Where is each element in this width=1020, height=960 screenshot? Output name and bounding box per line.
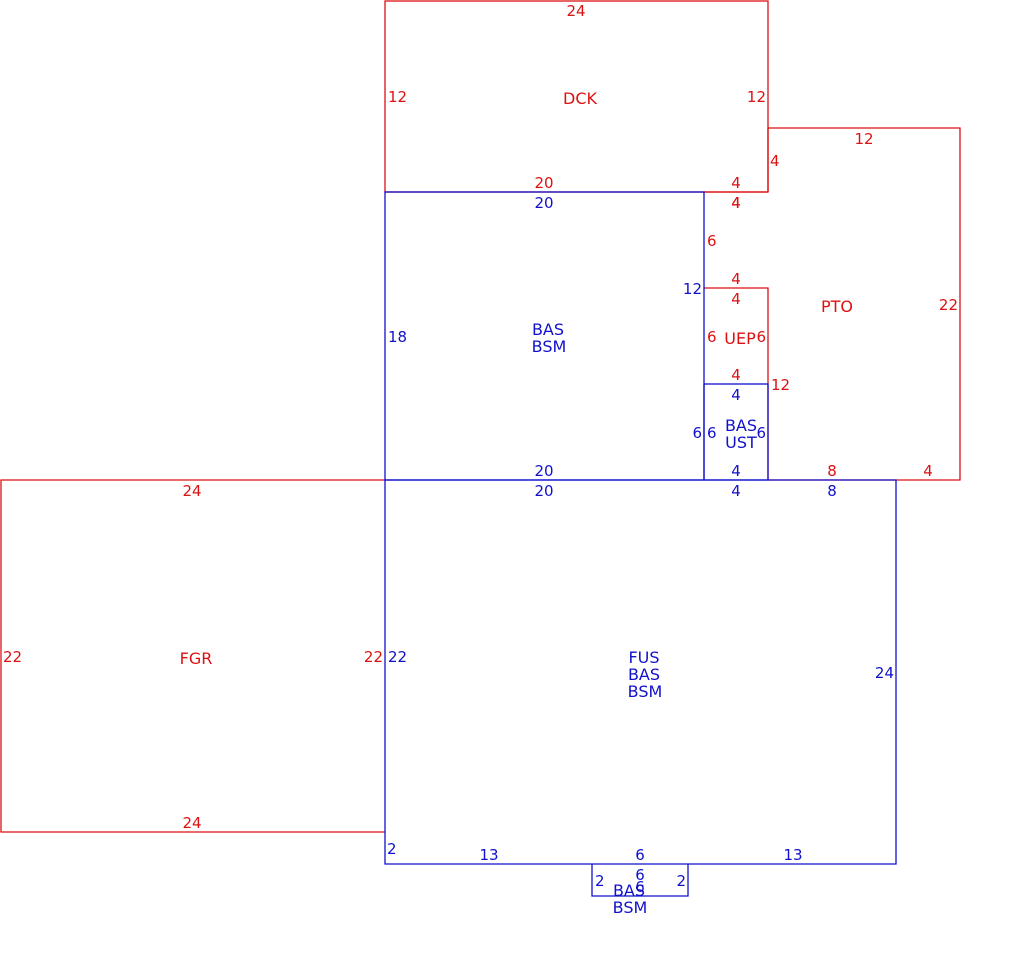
ust-dim-right: 6 (756, 424, 766, 442)
fus-label-3: BSM (628, 682, 663, 701)
fus-dim-top-mid: 4 (731, 482, 741, 500)
dck-dim-top: 24 (566, 2, 585, 20)
fgr-dim-bottom: 24 (182, 814, 201, 832)
bas-upper-label-2: BSM (532, 337, 567, 356)
fus-label-1: FUS (628, 648, 659, 667)
bump-label-2: BSM (613, 898, 648, 917)
pto-dim-bottom-right: 4 (923, 462, 933, 480)
ust-dim-bottom: 4 (731, 462, 741, 480)
fgr-dim-right: 22 (364, 648, 383, 666)
pto-dim-uep-right: 12 (771, 376, 790, 394)
bas-upper-dim-top-ext: 4 (731, 194, 741, 212)
fus-dim-top-right: 8 (827, 482, 837, 500)
ust-dim-top: 4 (731, 386, 741, 404)
fus-dim-bottom-left: 13 (479, 846, 498, 864)
bas-upper-label-1: BAS (532, 320, 564, 339)
fus-dim-top: 20 (534, 482, 553, 500)
bump-dim-bottom: 6 (635, 878, 645, 896)
bump-label-1: BAS (613, 881, 645, 900)
uep-dim-top: 4 (731, 290, 741, 308)
fgr-dim-top: 24 (182, 482, 201, 500)
pto-dim-top: 12 (854, 130, 873, 148)
pto-dim-uep-top: 4 (731, 270, 741, 288)
bas-upper-dim-left: 18 (388, 328, 407, 346)
pto-label: PTO (821, 297, 853, 316)
fus-dim-bottom-right: 13 (783, 846, 802, 864)
dck-dim-bottom-right: 4 (731, 174, 741, 192)
fus-outline[interactable] (384, 479, 897, 865)
dck-dim-left: 12 (388, 88, 407, 106)
uep-dim-right: 6 (756, 328, 766, 346)
fus-dim-right: 24 (875, 664, 894, 682)
living-areas (384, 191, 897, 897)
bas-upper-labels: 20 4 18 12 20 BAS BSM (388, 194, 741, 480)
pto-dim-right: 22 (939, 296, 958, 314)
fus-dim-bottom-left-step: 2 (387, 840, 397, 858)
fgr-dim-left: 22 (3, 648, 22, 666)
bump-dim-left: 2 (595, 872, 605, 890)
fus-dim-left: 22 (388, 648, 407, 666)
fgr-outline[interactable] (0, 479, 385, 833)
bas-upper-dim-bottom: 20 (534, 462, 553, 480)
bas-upper-dim-top: 20 (534, 194, 553, 212)
ust-label-1: BAS (725, 416, 757, 435)
fus-label-2: BAS (628, 665, 660, 684)
uep-labels: 4 6 6 4 UEP (707, 290, 766, 384)
fus-labels: 20 4 8 22 24 2 13 6 13 FUS BAS BSM (387, 482, 894, 864)
outer-areas (0, 0, 961, 833)
pto-labels: 12 4 4 6 22 4 12 8 4 PTO (707, 130, 958, 480)
dck-dim-bottom: 20 (534, 174, 553, 192)
bump-labels: 6 2 2 6 BAS BSM (595, 866, 686, 917)
ust-label-2: UST (725, 433, 757, 452)
dck-labels: 24 12 12 20 4 DCK (388, 2, 766, 192)
fus-dim-bottom-mid: 6 (635, 846, 645, 864)
pto-dim-bottom-left: 8 (827, 462, 837, 480)
ust-dim-left-outer: 6 (692, 424, 702, 442)
uep-dim-bottom: 4 (731, 366, 741, 384)
ust-dim-left: 6 (707, 424, 717, 442)
pto-dim-right-top: 4 (770, 152, 780, 170)
bump-dim-top: 6 (635, 866, 645, 884)
bas-upper-dim-right: 12 (683, 280, 702, 298)
dck-label: DCK (563, 89, 597, 108)
ust-labels: 4 6 6 6 4 BAS UST (692, 386, 766, 480)
bump-dim-right: 2 (676, 872, 686, 890)
uep-dim-left: 6 (707, 328, 717, 346)
pto-dim-inner-vertical: 6 (707, 232, 717, 250)
fgr-labels: 24 22 22 24 FGR (3, 482, 383, 832)
pto-dim-top-inner: 4 (731, 194, 741, 212)
fgr-label: FGR (180, 649, 213, 668)
dck-dim-right: 12 (747, 88, 766, 106)
uep-label: UEP (724, 329, 756, 348)
bump-outline[interactable] (591, 864, 689, 897)
pto-outline[interactable] (704, 127, 961, 481)
